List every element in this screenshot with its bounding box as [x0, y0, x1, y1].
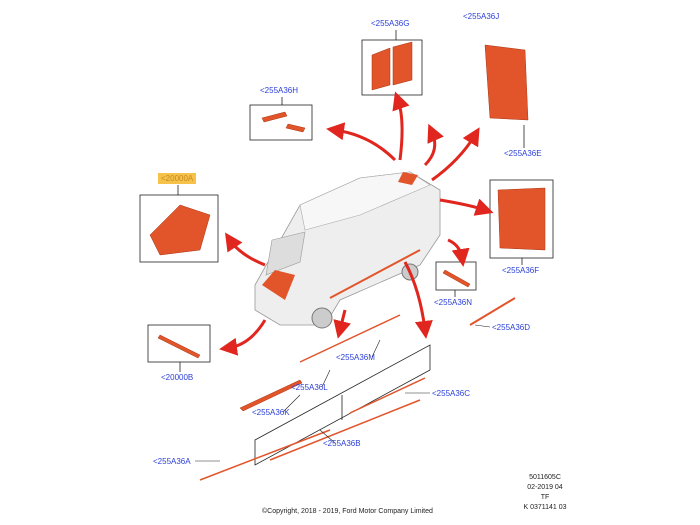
drawing-reference: 5011605C 02-2019 04 TF K 0371141 03: [520, 473, 570, 513]
van-illustration: [254, 171, 441, 329]
callout-20000A[interactable]: <20000A: [158, 173, 197, 184]
callout-255A36F[interactable]: <255A36F: [502, 266, 540, 275]
box-255A36H: [249, 104, 313, 141]
leader-lines: [195, 324, 491, 462]
box-20000B: [147, 324, 211, 363]
box-20000A: [139, 194, 219, 263]
box-255A36F: [489, 179, 554, 259]
callout-255A36G[interactable]: <255A36G: [371, 19, 410, 28]
callout-255A36A[interactable]: <255A36A: [153, 457, 191, 466]
drawing-date: 02-2019 04: [527, 484, 563, 491]
arrows: [219, 91, 494, 356]
copyright: ©Copyright, 2018 - 2019, Ford Motor Comp…: [262, 508, 433, 515]
callout-255A36D[interactable]: <255A36D: [492, 323, 531, 332]
box-255A36G: [361, 39, 423, 96]
callout-255A36H[interactable]: <255A36H: [260, 86, 299, 95]
callout-255A36N[interactable]: <255A36N: [434, 298, 473, 307]
drawing-code: TF: [540, 494, 550, 501]
callout-255A36M[interactable]: <255A36M: [336, 353, 375, 362]
callout-255A36L[interactable]: <255A36L: [291, 383, 328, 392]
box-255A36C: [254, 344, 431, 466]
callout-255A36K[interactable]: <255A36K: [252, 408, 290, 417]
callout-255A36E[interactable]: <255A36E: [504, 149, 542, 158]
callout-255A36J[interactable]: <255A36J: [463, 12, 500, 21]
callout-255A36B[interactable]: <255A36B: [323, 439, 361, 448]
part-boxes: [139, 30, 554, 466]
callout-255A36C[interactable]: <255A36C: [432, 389, 471, 398]
decal-parts: [149, 41, 546, 481]
drawing-number: 5011605C: [529, 474, 561, 481]
callout-20000B[interactable]: <20000B: [161, 373, 194, 382]
drawing-id: K 0371141 03: [523, 504, 567, 511]
